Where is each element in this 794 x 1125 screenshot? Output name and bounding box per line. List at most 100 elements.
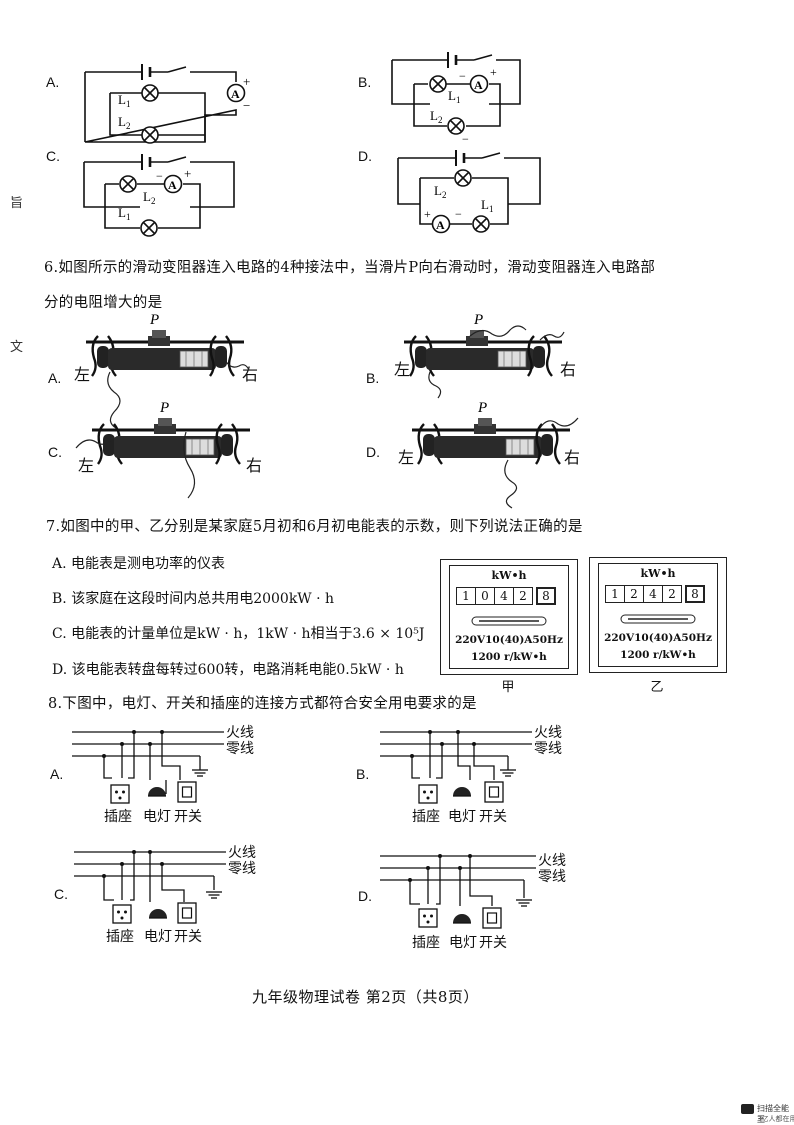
meter-digit-decimal: 8 — [685, 585, 705, 603]
slider-p-label: P — [149, 312, 159, 328]
side-mark: 文 — [10, 340, 24, 355]
svg-text:−: − — [156, 169, 163, 183]
switch-icon — [482, 907, 502, 929]
lamp-label: 电灯 — [143, 809, 171, 825]
lamp-icon — [472, 215, 490, 233]
meter-digit-decimal: 8 — [536, 587, 556, 605]
switch-icon — [484, 781, 504, 803]
meter-unit: kW•h — [491, 569, 527, 582]
live-wire-label: 火线 — [228, 845, 256, 861]
lamp-label-l1: L1 — [118, 92, 130, 109]
lamp-icon — [141, 84, 159, 102]
switch-icon — [177, 902, 197, 924]
q8-option-d: D. — [358, 888, 372, 904]
svg-text:P: P — [159, 400, 169, 416]
meter-label-yi: 乙 — [650, 680, 664, 695]
scanner-tagline: 3亿人都在用的扫描App — [757, 1115, 794, 1123]
meter-digits: 1 0 4 2 8 — [456, 587, 556, 605]
q7-text: 7.如图中的甲、乙分别是某家庭5月初和6月初电能表的示数，则下列说法正确的是 — [46, 519, 583, 535]
svg-text:−: − — [459, 69, 466, 83]
socket-icon — [418, 908, 438, 928]
meter-disc-window — [471, 616, 547, 626]
rheostat-right-label: 右 — [560, 360, 577, 379]
lamp-label: 电灯 — [449, 935, 477, 951]
ground-icon — [191, 769, 209, 777]
svg-text:A: A — [436, 218, 445, 232]
svg-text:L2: L2 — [143, 189, 155, 206]
ammeter-label: A — [231, 87, 240, 101]
lamp-icon — [119, 175, 137, 193]
q5-option-c: C. — [46, 148, 60, 164]
q8-wiring-diagrams — [72, 730, 536, 929]
socket-label: 插座 — [106, 929, 134, 945]
ground-icon — [205, 891, 223, 899]
meter-label-jia: 甲 — [501, 680, 515, 695]
socket-label: 插座 — [412, 809, 440, 825]
lamp-icon — [140, 219, 158, 237]
neutral-wire-label: 零线 — [226, 741, 254, 757]
svg-text:P: P — [477, 400, 487, 416]
live-wire-label: 火线 — [538, 853, 566, 869]
neutral-wire-label: 零线 — [538, 869, 566, 885]
q6-text-line1: 6.如图所示的滑动变阻器连入电路的4种接法中，当滑片P向右滑动时，滑动变阻器连入… — [44, 260, 656, 276]
live-wire-label: 火线 — [226, 725, 254, 741]
meter-rating: 220V10(40)A50Hz — [604, 632, 712, 644]
neutral-wire-label: 零线 — [228, 861, 256, 877]
svg-text:+: + — [424, 207, 431, 221]
q6-option-a: A. — [48, 370, 62, 386]
energy-meter-jia: kW•h 1 0 4 2 8 220V10(40)A50Hz 1200 r/kW… — [440, 559, 578, 675]
switch-label: 开关 — [479, 809, 507, 825]
meter-revolutions: 1200 r/kW•h — [620, 649, 696, 661]
svg-text:−: − — [455, 207, 462, 221]
meter-rating: 220V10(40)A50Hz — [455, 634, 563, 646]
q6-rheostat-diagrams: P P P P — [75, 312, 579, 509]
q7-choice-b: B. 该家庭在这段时间内总共用电2000kW · h — [52, 591, 335, 607]
meter-digits: 1 2 4 2 8 — [605, 585, 705, 603]
scanner-logo-icon — [741, 1104, 754, 1114]
meter-disc-window — [620, 614, 696, 624]
meter-digit: 4 — [644, 585, 663, 603]
page-footer: 九年级物理试卷 第2页（共8页） — [252, 988, 479, 1006]
svg-text:P: P — [473, 312, 483, 328]
rheostat-left-label: 左 — [74, 365, 91, 384]
rheostat-left-label: 左 — [394, 360, 411, 379]
lamp-icon — [454, 169, 472, 187]
meter-digit: 0 — [476, 587, 495, 605]
svg-text:L2: L2 — [430, 108, 442, 125]
ground-icon — [515, 899, 533, 907]
q7-choice-a: A. 电能表是测电功率的仪表 — [52, 556, 226, 572]
q8-option-a: A. — [50, 766, 64, 782]
ammeter-plus: + — [243, 74, 250, 89]
ground-icon — [499, 769, 517, 777]
q6-option-b: B. — [366, 370, 380, 386]
meter-digit: 2 — [514, 587, 533, 605]
q8-text: 8.下图中，电灯、开关和插座的连接方式都符合安全用电要求的是 — [48, 696, 477, 712]
live-wire-label: 火线 — [534, 725, 562, 741]
svg-text:L1: L1 — [448, 88, 460, 105]
meter-digit: 2 — [625, 585, 644, 603]
socket-label: 插座 — [104, 809, 132, 825]
socket-icon — [418, 784, 438, 804]
socket-label: 插座 — [412, 935, 440, 951]
q6-text-line2: 分的电阻增大的是 — [44, 295, 163, 311]
q8-option-b: B. — [356, 766, 370, 782]
meter-revolutions: 1200 r/kW•h — [471, 651, 547, 663]
svg-text:A: A — [474, 78, 483, 92]
rheostat-left-label: 左 — [78, 456, 95, 475]
lamp-label: 电灯 — [144, 929, 172, 945]
svg-text:+: + — [490, 65, 497, 79]
socket-icon — [112, 904, 132, 924]
scanner-brand: 扫描全能王 — [757, 1104, 789, 1124]
energy-meter-yi: kW•h 1 2 4 2 8 220V10(40)A50Hz 1200 r/kW… — [589, 557, 727, 673]
meter-digit: 4 — [495, 587, 514, 605]
q5-option-d: D. — [358, 148, 372, 164]
meter-digit: 2 — [663, 585, 682, 603]
q7-choice-c: C. 电能表的计量单位是kW · h，1kW · h相当于3.6 × 10⁵J — [52, 626, 425, 642]
rheostat-left-label: 左 — [398, 448, 415, 467]
meter-unit: kW•h — [640, 567, 676, 580]
socket-icon — [110, 784, 130, 804]
q5-option-b: B. — [358, 74, 372, 90]
switch-label: 开关 — [479, 935, 507, 951]
lamp-icon — [141, 126, 159, 144]
svg-text:L1: L1 — [481, 197, 493, 214]
